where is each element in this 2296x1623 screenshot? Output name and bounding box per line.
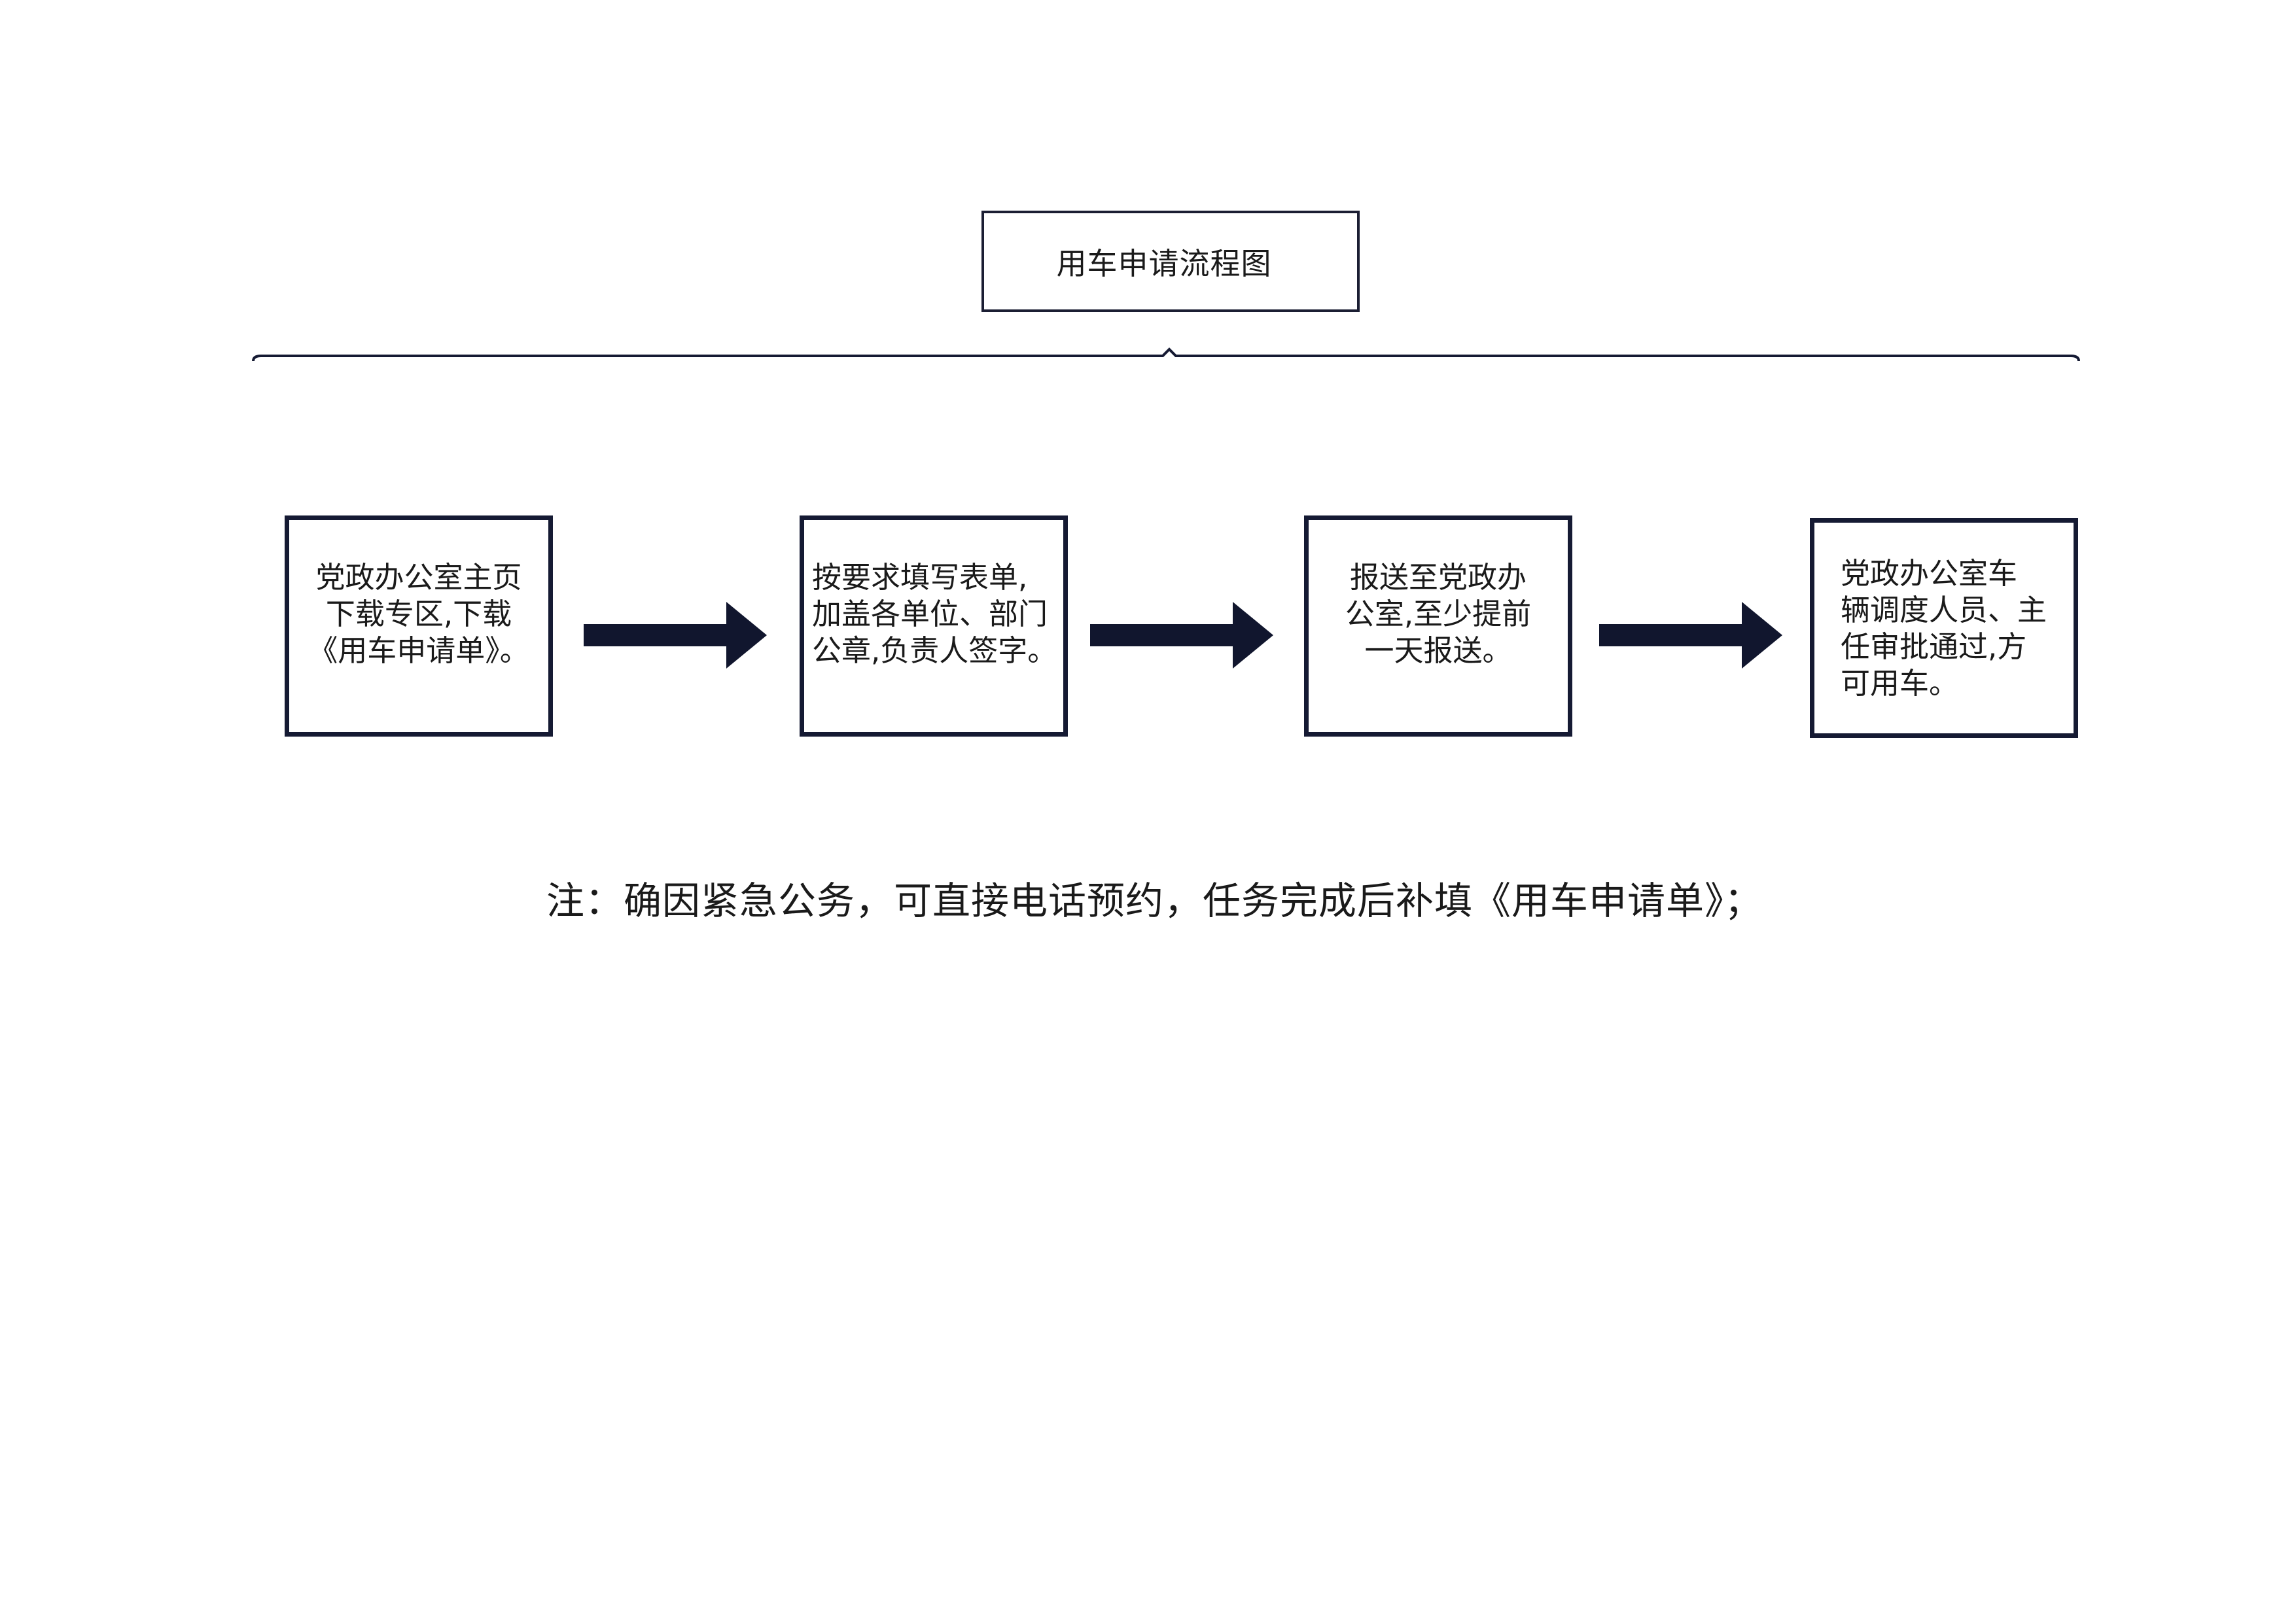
arrow-icon-1 xyxy=(584,602,767,669)
footnote: 注：确因紧急公务，可直接电话预约，任务完成后补填《用车申请单》； xyxy=(546,879,1763,923)
arrow-icon-2 xyxy=(1090,602,1273,669)
step-2-text: 按要求填写表单, 加盖各单位、部门 公章,负责人签字。 xyxy=(812,560,1057,668)
step-box-2: 按要求填写表单, 加盖各单位、部门 公章,负责人签字。 xyxy=(800,515,1068,737)
step-box-3: 报送至党政办 公室,至少提前 一天报送。 xyxy=(1304,515,1572,737)
flowchart-title-text: 用车申请流程图 xyxy=(1056,245,1272,281)
step-box-1: 党政办公室主页 下载专区,下载 《用车申请单》。 xyxy=(285,515,553,737)
title-brace xyxy=(252,347,2080,362)
step-3-text: 报送至党政办 公室,至少提前 一天报送。 xyxy=(1345,560,1532,668)
step-box-4: 党政办公室车 辆调度人员、主 任审批通过,方 可用车。 xyxy=(1810,518,2078,738)
flowchart-title: 用车申请流程图 xyxy=(981,211,1360,312)
arrow-icon-3 xyxy=(1599,602,1782,669)
step-4-text: 党政办公室车 辆调度人员、主 任审批通过,方 可用车。 xyxy=(1841,556,2047,701)
step-1-text: 党政办公室主页 下载专区,下载 《用车申请单》。 xyxy=(308,560,529,668)
